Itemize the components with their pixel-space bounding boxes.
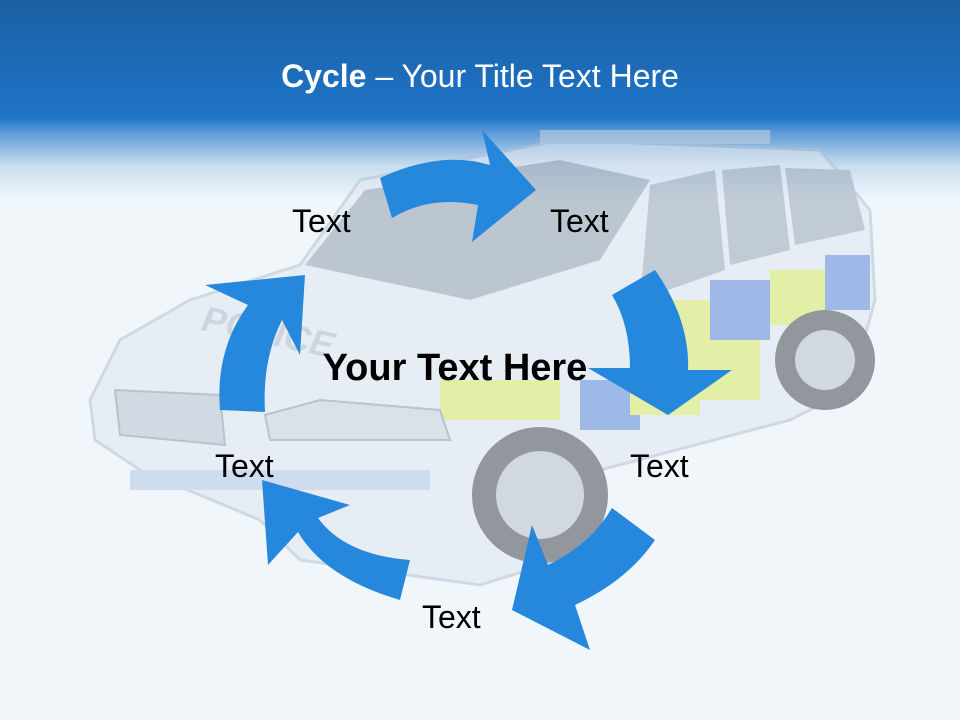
title-rest: – Your Title Text Here [366, 58, 679, 94]
cycle-arrow-left [205, 275, 305, 412]
title-bold: Cycle [281, 58, 367, 94]
cycle-label-bottom: Text [422, 599, 481, 635]
cycle-label-right: Text [630, 448, 689, 484]
cycle-arrow-top [380, 130, 536, 242]
cycle-arrow-right [588, 270, 732, 415]
cycle-arrow-lower-right [512, 508, 655, 650]
cycle-label-left: Text [215, 448, 274, 484]
slide-title: Cycle – Your Title Text Here [0, 54, 960, 98]
cycle-label-top-left: Text [292, 203, 351, 239]
cycle-label-top-right: Text [550, 203, 609, 239]
cycle-arrow-bottom-left [262, 480, 410, 600]
center-text: Your Text Here [322, 347, 588, 389]
